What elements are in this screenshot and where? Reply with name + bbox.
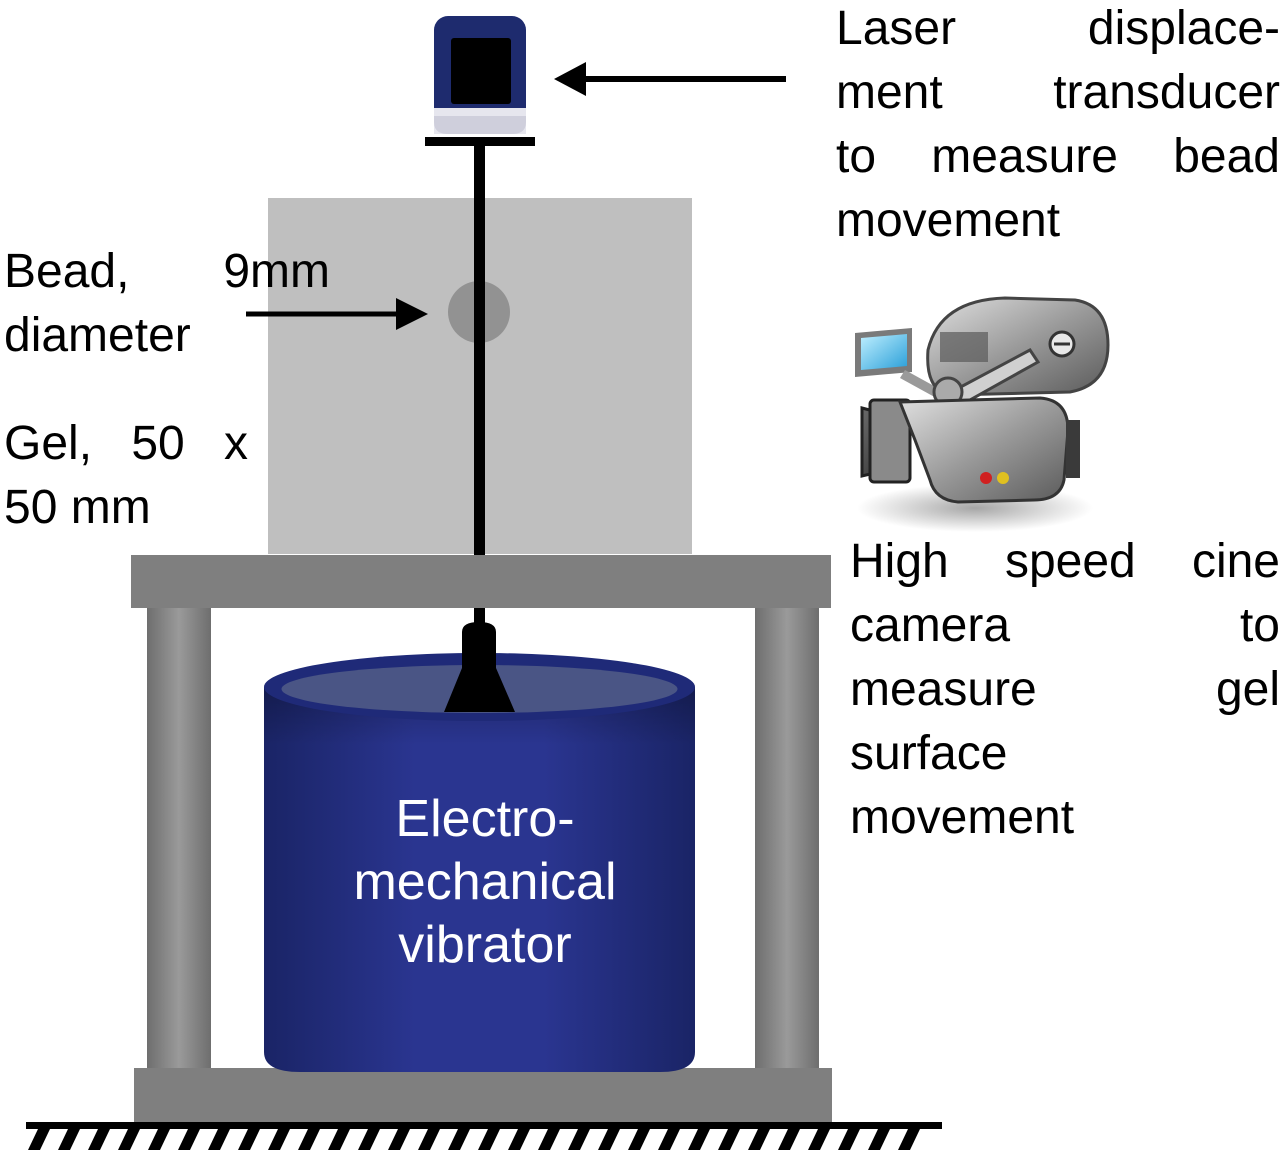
ground-hatch-mark <box>388 1129 410 1150</box>
laser-label-line: ment transducer <box>836 61 1280 125</box>
ground-hatch-mark <box>88 1129 110 1150</box>
label-word: measure <box>931 130 1118 183</box>
label-word: ment <box>836 66 943 119</box>
ground-hatch-mark <box>778 1129 800 1150</box>
ground-hatch-mark <box>178 1129 200 1150</box>
label-word: Gel, <box>4 417 93 470</box>
ground-hatch-mark <box>568 1129 590 1150</box>
label-word: Laser <box>836 2 957 55</box>
ground-hatch-mark <box>418 1129 440 1150</box>
ground-hatch-mark <box>868 1129 890 1150</box>
label-word: movement <box>850 791 1075 844</box>
laser-pointer-arrow <box>554 62 786 96</box>
stand-top-plate <box>131 555 831 608</box>
label-word: Bead, <box>4 245 130 298</box>
label-word: speed <box>1004 535 1136 588</box>
ground-hatch-mark <box>58 1129 80 1150</box>
ground-hatch-mark <box>688 1129 710 1150</box>
ground-hatch-mark <box>598 1129 620 1150</box>
label-word: cine <box>1191 535 1280 588</box>
camera-label-line: camera to <box>850 594 1280 658</box>
ground-hatch-mark <box>748 1129 770 1150</box>
ground-hatch-mark <box>298 1129 320 1150</box>
laser-label-line: Laser displace- <box>836 0 1280 61</box>
ground-hatch-mark <box>208 1129 230 1150</box>
label-word: diameter <box>4 309 191 362</box>
ground-hatch-mark <box>238 1129 260 1150</box>
bead-label-line: diameter <box>4 304 330 368</box>
ground-hatch-mark <box>808 1129 830 1150</box>
camera-label-line: surface <box>850 722 1280 786</box>
vibrator-label-line: mechanical <box>353 853 617 911</box>
label-word: 9mm <box>223 245 330 298</box>
bead-label-line: Bead, 9mm <box>4 240 330 304</box>
gel-label-line: 50 mm <box>4 476 248 540</box>
ground-hatch-mark <box>658 1129 680 1150</box>
bead-label: Bead, 9mm diameter <box>4 240 330 368</box>
camera-label: High speed cine camera to measure gel surfac… <box>850 530 1280 850</box>
label-word: gel <box>1215 663 1280 716</box>
laser-transducer-label: Laser displace- ment transducer to measure b… <box>836 0 1280 253</box>
ground-hatch-mark <box>358 1129 380 1150</box>
ground-hatch-mark <box>478 1129 500 1150</box>
ground-hatch-mark <box>628 1129 650 1150</box>
stand-right-leg <box>755 608 819 1073</box>
ground-hatch-mark <box>718 1129 740 1150</box>
gel-label-line: Gel, 50 x <box>4 412 248 476</box>
gel-label: Gel, 50 x 50 mm <box>4 412 248 540</box>
ground-hatch-mark <box>538 1129 560 1150</box>
vibrator-label-line: vibrator <box>398 916 572 974</box>
ground-hatching <box>28 1129 920 1150</box>
laser-label-line: movement <box>836 189 1280 253</box>
vibrator-shaft <box>444 622 515 712</box>
label-word: displace- <box>1087 2 1280 55</box>
connecting-rod <box>474 146 485 634</box>
label-word: High <box>850 535 949 588</box>
label-word: to <box>1239 599 1280 652</box>
label-word: measure <box>850 663 1037 716</box>
ground-hatch-mark <box>268 1129 290 1150</box>
label-word: transducer <box>1053 66 1280 119</box>
stand-left-leg <box>147 608 211 1073</box>
ground-hatch-mark <box>118 1129 140 1150</box>
stand-base-plate <box>134 1068 832 1123</box>
label-word: to <box>836 130 877 183</box>
label-word: surface <box>850 727 1008 780</box>
label-word: 50 mm <box>4 481 151 534</box>
ground-hatch-mark <box>838 1129 860 1150</box>
ground-hatch-mark <box>448 1129 470 1150</box>
laser-label-line: to measure bead <box>836 125 1280 189</box>
ground-hatch-mark <box>28 1129 50 1150</box>
laser-transducer-icon <box>425 16 535 146</box>
camera-label-line: movement <box>850 786 1280 850</box>
ground-hatch-mark <box>898 1129 920 1150</box>
label-word: bead <box>1173 130 1280 183</box>
vibrator <box>264 653 695 1072</box>
label-word: x <box>223 417 248 470</box>
label-word: camera <box>850 599 1011 652</box>
ground-hatch-mark <box>148 1129 170 1150</box>
label-word: movement <box>836 194 1061 247</box>
vibrator-label-line: Electro- <box>395 790 575 848</box>
camera-label-line: measure gel <box>850 658 1280 722</box>
ground-line <box>26 1122 942 1129</box>
bead-pointer-arrow <box>246 298 428 330</box>
movie-camera-icon <box>855 296 1110 532</box>
vibrator-label: Electro- mechanical vibrator <box>300 788 670 977</box>
ground-hatch-mark <box>508 1129 530 1150</box>
label-word: 50 <box>131 417 185 470</box>
ground-hatch-mark <box>328 1129 350 1150</box>
camera-label-line: High speed cine <box>850 530 1280 594</box>
